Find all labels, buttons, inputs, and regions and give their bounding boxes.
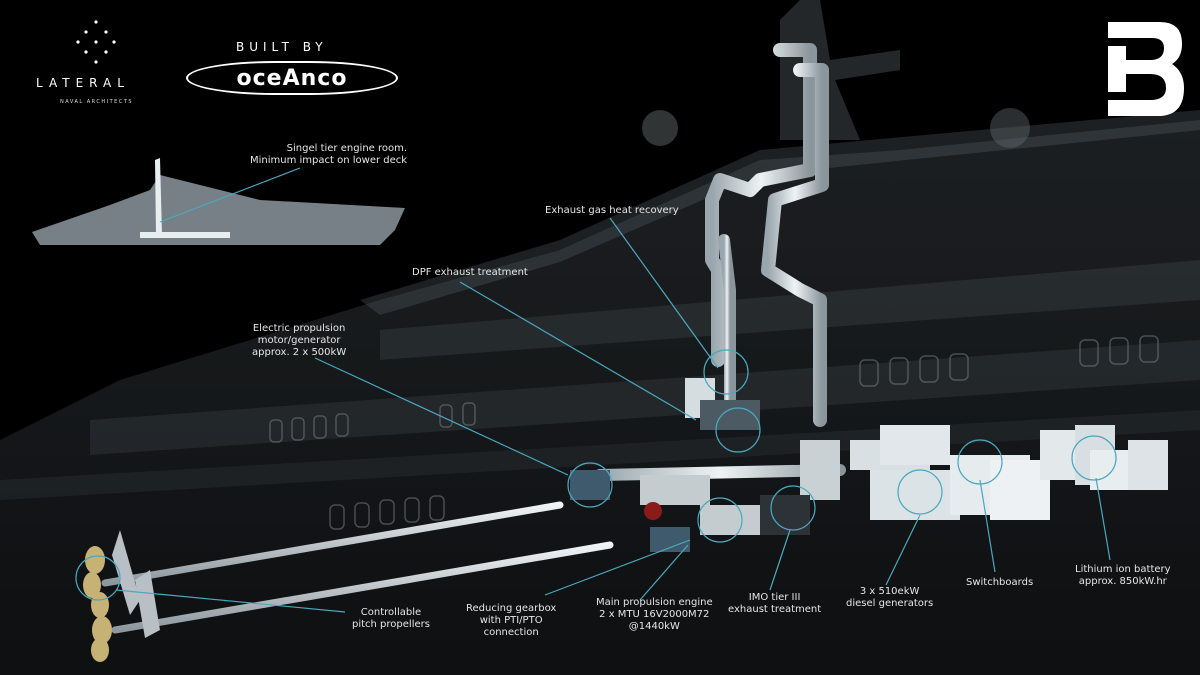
callout-line: Main propulsion engine <box>596 597 713 608</box>
lateral-dot-logo <box>76 20 116 64</box>
callout-exhaust-heat-recovery: Exhaust gas heat recovery <box>545 205 679 217</box>
callout-line: approx. 2 x 500kW <box>252 347 347 358</box>
callout-line: Exhaust gas heat recovery <box>545 205 679 216</box>
callout-line: Lithium ion battery <box>1075 564 1171 575</box>
callout-single-tier: Singel tier engine room. Minimum impact … <box>250 143 407 167</box>
callout-line: 3 x 510ekW <box>859 586 920 597</box>
callout-line: approx. 850kW.hr <box>1078 576 1167 587</box>
b3-logo-icon <box>1108 22 1184 116</box>
oceanco-wordmark: oceAnco <box>236 65 348 91</box>
built-by-label: BUILT BY <box>236 40 328 54</box>
callout-line: motor/generator <box>257 335 341 346</box>
callout-main-engine: Main propulsion engine 2 x MTU 16V2000M7… <box>596 597 713 633</box>
callout-line: Electric propulsion <box>252 323 346 334</box>
callout-line: @1440kW <box>628 621 680 632</box>
callout-imo: IMO tier III exhaust treatment <box>728 592 821 616</box>
callout-line: Reducing gearbox <box>466 603 557 614</box>
callout-line: Controllable <box>360 607 422 618</box>
callout-line: DPF exhaust treatment <box>412 267 528 278</box>
callout-generators: 3 x 510ekW diesel generators <box>846 586 933 610</box>
callout-line: Switchboards <box>966 577 1034 588</box>
callout-line: 2 x MTU 16V2000M72 <box>599 609 710 620</box>
callout-leaders <box>75 167 1117 613</box>
callout-line: pitch propellers <box>352 619 430 630</box>
callout-gearbox: Reducing gearbox with PTI/PTO connection <box>466 603 556 639</box>
propeller-shafts <box>83 501 614 662</box>
callout-line: diesel generators <box>846 598 934 609</box>
callout-battery: Lithium ion battery approx. 850kW.hr <box>1075 564 1171 588</box>
callout-line: Singel tier engine room. <box>286 143 408 154</box>
oceanco-logo: oceAnco <box>186 61 398 95</box>
lateral-subtitle: NAVAL ARCHITECTS <box>60 99 134 105</box>
inset-yacht-silhouette <box>32 158 405 245</box>
callout-electric-motor: Electric propulsion motor/generator appr… <box>252 323 346 359</box>
callout-switchboards: Switchboards <box>966 577 1033 589</box>
callout-propellers: Controllable pitch propellers <box>352 607 430 631</box>
callout-line: with PTI/PTO <box>479 615 543 626</box>
callout-line: exhaust treatment <box>728 604 822 615</box>
callout-line: connection <box>483 627 539 638</box>
callout-line: IMO tier III <box>748 592 801 603</box>
callout-dpf: DPF exhaust treatment <box>412 267 528 279</box>
lateral-wordmark: LATERAL <box>36 76 130 90</box>
callout-line: Minimum impact on lower deck <box>250 155 408 166</box>
machinery <box>570 378 1168 552</box>
